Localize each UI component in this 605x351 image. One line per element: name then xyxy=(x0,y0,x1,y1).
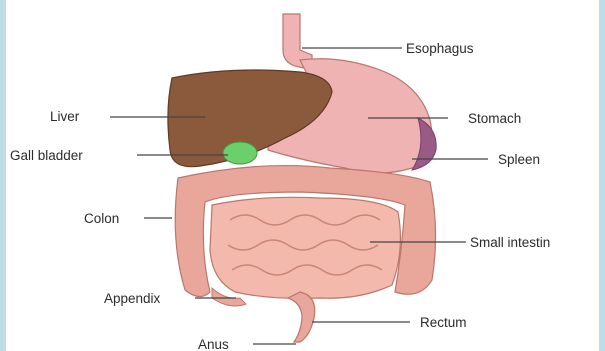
label-spleen: Spleen xyxy=(498,152,540,167)
label-small-intestine: Small intestin xyxy=(470,235,550,250)
label-appendix: Appendix xyxy=(104,291,161,306)
label-colon: Colon xyxy=(84,211,119,226)
gall-bladder-shape xyxy=(223,142,257,164)
rectum-shape xyxy=(288,292,315,342)
label-liver: Liver xyxy=(50,109,80,124)
label-gall-bladder: Gall bladder xyxy=(10,148,83,163)
label-esophagus: Esophagus xyxy=(406,41,474,56)
label-rectum: Rectum xyxy=(420,315,467,330)
label-anus: Anus xyxy=(198,337,229,351)
label-stomach: Stomach xyxy=(468,111,521,126)
